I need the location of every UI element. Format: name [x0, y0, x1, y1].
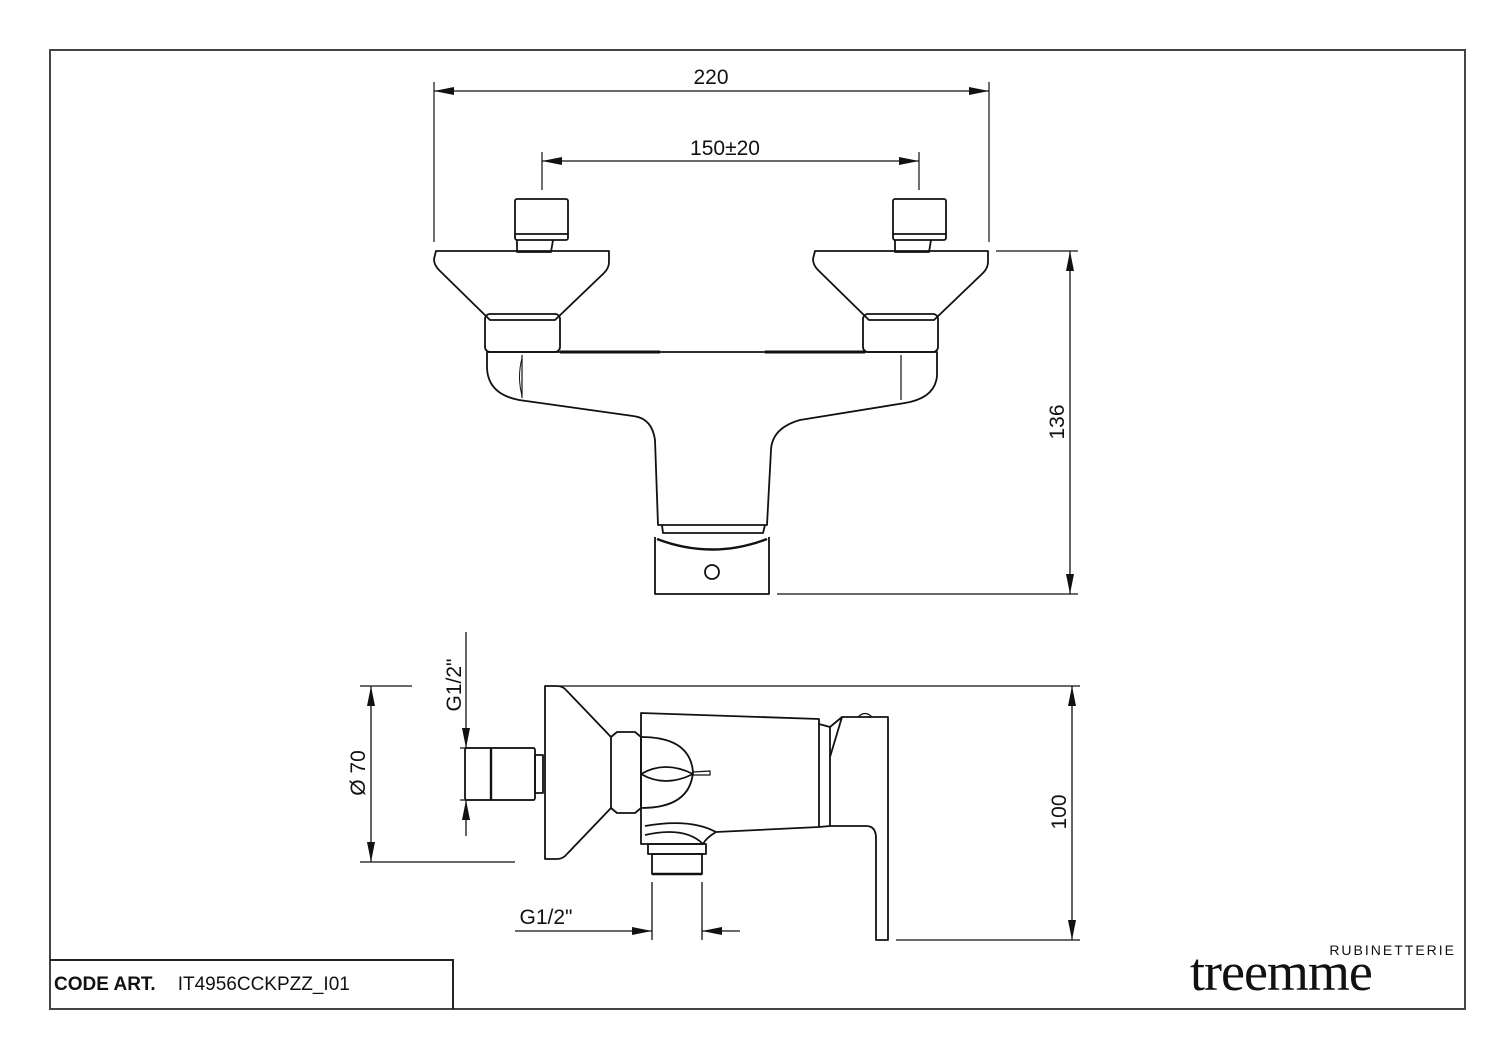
brand-name: treemme: [1190, 942, 1373, 1002]
front-view-dimensions: [434, 87, 1078, 595]
dimension-inlet-thread: G1/2": [443, 659, 466, 712]
dimension-inlet-spacing: 150±20: [690, 137, 760, 160]
brand-subtitle: RUBINETTERIE: [1329, 942, 1456, 958]
side-view: [464, 685, 889, 941]
dimension-overall-height: 136: [1046, 404, 1069, 439]
dimension-overall-width: 220: [693, 66, 728, 89]
dimension-projection-depth: 100: [1048, 794, 1071, 829]
brand-logo: RUBINETTERIE treemme: [1186, 938, 1462, 1008]
code-label: CODE ART.: [54, 974, 156, 995]
title-block: CODE ART. IT4956CCKPZZ_I01: [50, 959, 454, 1009]
front-view: [433, 82, 990, 595]
sheet-frame: [49, 49, 1466, 1010]
side-view-dimensions: [360, 632, 1080, 941]
dimension-outlet-thread: G1/2": [520, 906, 573, 929]
code-value: IT4956CCKPZZ_I01: [177, 974, 350, 995]
dimension-escutcheon-diameter: Ø 70: [347, 750, 370, 796]
